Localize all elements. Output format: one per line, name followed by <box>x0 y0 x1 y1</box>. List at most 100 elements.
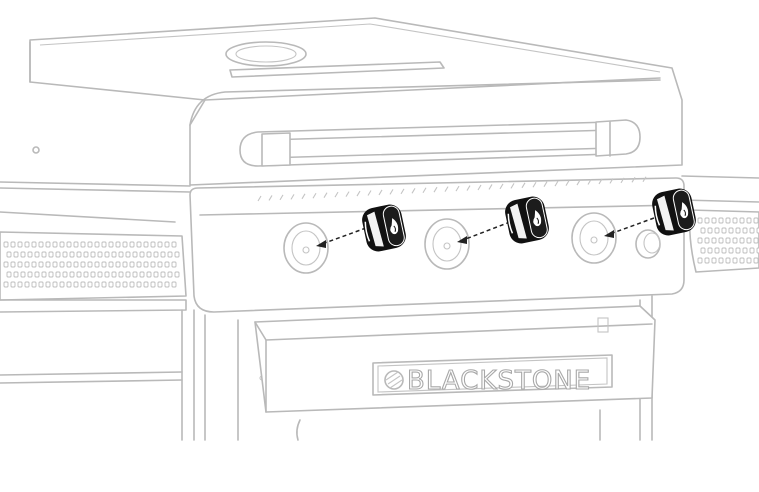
vent-slot <box>444 186 449 192</box>
vent-slots <box>257 176 647 202</box>
perforation <box>90 251 96 258</box>
perforation <box>725 257 731 264</box>
perforation <box>150 281 156 288</box>
front-tray: BLACKSTONE <box>254 305 656 413</box>
perforation <box>746 257 752 264</box>
perforation <box>153 271 159 278</box>
perforation <box>153 251 159 258</box>
perforation <box>17 281 23 288</box>
perforation <box>132 251 138 258</box>
perforation <box>125 251 131 258</box>
vent-slot <box>334 191 339 198</box>
perforation <box>143 281 149 288</box>
perforation <box>718 257 724 264</box>
perforation <box>697 217 703 224</box>
perforation <box>139 271 145 278</box>
perforation <box>97 251 103 258</box>
perforation <box>76 251 82 258</box>
perforation <box>17 261 23 268</box>
vent-slot <box>532 181 537 188</box>
control-knob-left <box>362 204 406 252</box>
perforation <box>732 257 738 264</box>
perforation <box>122 281 128 288</box>
perforation <box>104 271 110 278</box>
perforation <box>136 241 142 248</box>
perforation <box>732 237 738 244</box>
perforation <box>143 261 149 268</box>
perforation <box>742 227 748 234</box>
arrowhead-left-icon <box>316 240 326 248</box>
perforation <box>59 241 65 248</box>
perforation <box>41 271 47 278</box>
perforation <box>139 251 145 258</box>
perforation <box>707 227 713 234</box>
perforation <box>73 241 79 248</box>
perforation <box>132 271 138 278</box>
perforation <box>171 281 177 288</box>
perforation <box>48 251 54 258</box>
perforation <box>66 281 72 288</box>
perforation <box>118 251 124 258</box>
vent-slot <box>576 179 581 186</box>
perforation <box>164 261 170 268</box>
perforation <box>115 281 121 288</box>
perforation <box>115 261 121 268</box>
perforation <box>101 241 107 248</box>
perforation <box>104 251 110 258</box>
perforation <box>753 257 759 264</box>
vent-slot <box>378 189 383 196</box>
perforation <box>164 241 170 248</box>
vent-slot <box>345 191 350 197</box>
perforation <box>13 271 19 278</box>
perforation <box>718 217 724 224</box>
perforation <box>20 251 26 258</box>
vent-slot <box>543 181 548 187</box>
perforation <box>735 247 741 254</box>
perforation <box>94 261 100 268</box>
perforation <box>24 281 30 288</box>
shelf-perforations <box>3 241 180 288</box>
perforation <box>38 261 44 268</box>
vent-slot <box>290 194 295 200</box>
perforation <box>728 227 734 234</box>
perforation <box>150 241 156 248</box>
vent-slot <box>499 183 504 190</box>
perforation <box>746 237 752 244</box>
perforation <box>174 271 180 278</box>
vent-slot <box>400 188 405 195</box>
perforation <box>171 241 177 248</box>
perforation <box>739 257 745 264</box>
perforation <box>41 251 47 258</box>
perforation <box>45 241 51 248</box>
perforation <box>732 217 738 224</box>
perforation <box>83 251 89 258</box>
shelf-perforations <box>697 217 759 264</box>
perforation <box>711 237 717 244</box>
perforation <box>143 241 149 248</box>
perforation <box>31 281 37 288</box>
perforation <box>728 247 734 254</box>
perforation <box>59 281 65 288</box>
perforation <box>171 261 177 268</box>
perforation <box>749 247 755 254</box>
vent-slot <box>466 185 471 191</box>
perforation <box>129 281 135 288</box>
vent-slot <box>455 185 460 192</box>
vent-slot <box>631 177 636 183</box>
perforation <box>118 271 124 278</box>
vent-slot <box>301 193 306 200</box>
vent-slot <box>323 192 328 198</box>
perforation <box>136 261 142 268</box>
perforation <box>3 261 9 268</box>
perforation <box>24 261 30 268</box>
perforation <box>20 271 26 278</box>
perforation <box>83 271 89 278</box>
perforation <box>146 271 152 278</box>
perforation <box>62 251 68 258</box>
perforation <box>108 261 114 268</box>
grill-lid <box>0 17 683 193</box>
perforation <box>115 241 121 248</box>
vent-slot <box>422 187 427 194</box>
